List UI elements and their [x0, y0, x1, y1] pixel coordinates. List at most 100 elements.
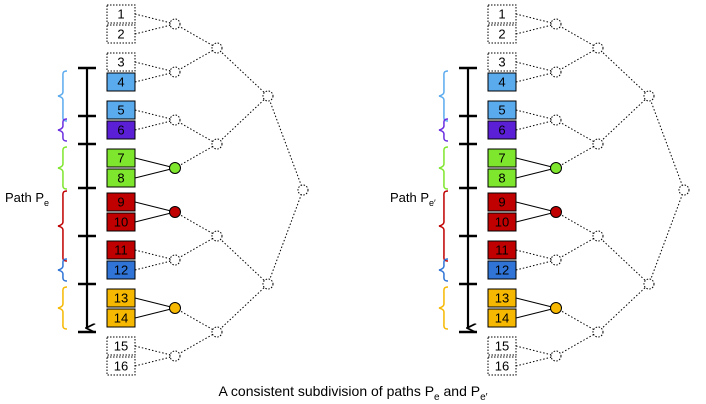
leaf-label: 9 [498, 195, 505, 210]
tree-node [550, 350, 562, 362]
leaf-box [106, 356, 136, 376]
leaf-edge [134, 109, 176, 121]
leaf-label: 12 [114, 263, 128, 278]
leaf-box [487, 240, 517, 260]
figure-caption: A consistent subdivision of paths Pe and… [0, 383, 706, 403]
caption-text-middle: and P [439, 383, 481, 399]
leaf-edge [515, 109, 557, 121]
leaf-edge [134, 249, 176, 261]
segment-brace [57, 146, 68, 190]
caption-sub-2: e′ [480, 391, 488, 403]
tree-edge [555, 307, 599, 333]
leaf-label: 7 [498, 151, 505, 166]
leaf-label: 10 [114, 215, 128, 230]
leaf-label: 2 [498, 27, 505, 42]
tree-edge [597, 235, 650, 285]
leaf-edge [515, 345, 557, 357]
segment-brace [57, 118, 68, 142]
leaf-label: 11 [114, 243, 128, 258]
leaf-edge [515, 259, 557, 271]
leaf-box [106, 24, 136, 44]
leaf-box [487, 212, 517, 232]
segment-brace [57, 286, 68, 330]
leaf-box [106, 308, 136, 328]
tree-edge [597, 47, 650, 97]
segment-brace [438, 118, 449, 142]
tree-edge [648, 189, 685, 285]
leaf-edge [515, 201, 557, 213]
segment-brace [438, 286, 449, 330]
tree-node-colored [550, 162, 562, 174]
tree-node [550, 66, 562, 78]
tree-edge [555, 119, 599, 145]
tree-node [550, 114, 562, 126]
leaf-box [106, 100, 136, 120]
leaf-label: 1 [498, 7, 505, 22]
leaf-edge [134, 157, 176, 169]
leaf-edge [515, 307, 557, 319]
tree-node [550, 18, 562, 30]
leaf-box [106, 240, 136, 260]
leaf-edge [134, 307, 176, 319]
tree-edge [597, 283, 650, 333]
tree-edge [648, 95, 685, 191]
leaf-box [106, 192, 136, 212]
leaf-label: 9 [117, 195, 124, 210]
tree-node [211, 138, 223, 150]
leaf-edge [515, 23, 557, 35]
tree-node [211, 230, 223, 242]
tree-node [643, 90, 655, 102]
leaf-edge [515, 355, 557, 367]
tree-edge [555, 47, 599, 73]
tree-node [169, 254, 181, 266]
leaf-box [487, 148, 517, 168]
leaf-label: 11 [495, 243, 509, 258]
leaf-label: 7 [117, 151, 124, 166]
leaf-box [106, 72, 136, 92]
tree-edge [555, 23, 599, 49]
tree-node-colored [550, 302, 562, 314]
leaf-box [487, 4, 517, 24]
tree-node [211, 326, 223, 338]
tree-edge [174, 47, 218, 73]
leaf-label: 13 [114, 291, 128, 306]
leaf-box [106, 288, 136, 308]
caption-sub-1: e [434, 391, 440, 403]
tree-node [262, 90, 274, 102]
tree-edge [216, 47, 269, 97]
leaf-label: 14 [114, 311, 128, 326]
leaf-edge [134, 167, 176, 179]
segment-brace [438, 70, 449, 122]
leaf-edge [515, 119, 557, 131]
tree-node-colored [169, 302, 181, 314]
tree-node-colored [169, 206, 181, 218]
tree-node [592, 42, 604, 54]
tree-node [678, 184, 690, 196]
tree-edge [174, 119, 218, 145]
leaf-edge [515, 297, 557, 309]
tree-node-colored [169, 162, 181, 174]
tree-node [592, 326, 604, 338]
tree-node-colored [550, 206, 562, 218]
tree-edge [267, 95, 304, 191]
leaf-edge [134, 297, 176, 309]
path-label: Path Pe [5, 190, 49, 208]
leaf-box [106, 212, 136, 232]
tree-node [262, 278, 274, 290]
tree-edge [174, 23, 218, 49]
leaf-label: 16 [495, 359, 509, 374]
leaf-edge [515, 249, 557, 261]
segment-brace [57, 258, 68, 282]
leaf-box [106, 336, 136, 356]
leaf-label: 12 [495, 263, 509, 278]
tree-edge [216, 235, 269, 285]
leaf-label: 13 [495, 291, 509, 306]
leaf-edge [515, 167, 557, 179]
leaf-label: 8 [117, 171, 124, 186]
leaf-box [106, 260, 136, 280]
tree-edge [597, 95, 650, 145]
leaf-label: 6 [117, 123, 124, 138]
leaf-edge [134, 13, 176, 25]
leaf-label: 1 [117, 7, 124, 22]
